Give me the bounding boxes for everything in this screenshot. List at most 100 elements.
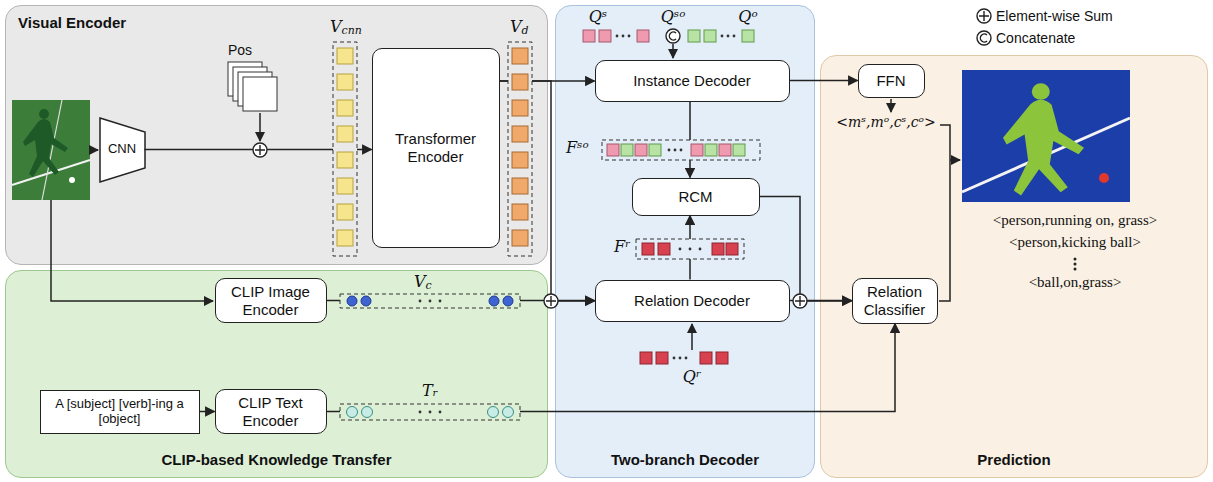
legend-text: Element-wise Sum: [996, 8, 1113, 24]
panel-title: Prediction: [977, 451, 1050, 469]
vcnn-column: [337, 100, 353, 116]
label-holder: Pos: [228, 42, 252, 58]
label-holder: Qᵒ: [738, 8, 757, 26]
label-holder: Qˢ: [589, 8, 608, 26]
query-row: [628, 35, 631, 38]
box-text: RCM: [678, 188, 712, 205]
flow-connector: [200, 411, 215, 413]
vertical-ellipsis: [1074, 263, 1077, 266]
process-box: Transformer Encoder: [372, 48, 500, 248]
fr-row: [726, 243, 738, 255]
label-holder: <ball,on,grass>: [1029, 274, 1122, 291]
flow-arrow: [691, 324, 693, 350]
fso-row: [635, 144, 647, 156]
box-text: CNN: [108, 142, 136, 157]
vc-row: [340, 294, 520, 308]
legend-entry: Element-wise Sum: [996, 7, 1113, 25]
vd-column: [512, 204, 528, 220]
fr-row: [679, 248, 682, 251]
query-row: [688, 30, 700, 42]
input-photo: [12, 100, 90, 200]
concat-symbol: [666, 29, 680, 43]
symbol-label: V: [330, 18, 342, 36]
vcnn-column: [337, 178, 353, 194]
vc-row: [439, 300, 442, 303]
vd-column: [512, 126, 528, 142]
vcnn-column: [337, 74, 353, 90]
query-row: [599, 30, 611, 42]
sum-symbol: [979, 11, 989, 21]
symbol-label: Tᵣ: [422, 382, 438, 400]
label-holder: cnn: [342, 25, 362, 38]
symbol-label: V: [510, 18, 522, 36]
vd-column: [508, 42, 532, 256]
label-holder: V: [414, 273, 426, 291]
vcnn-column: [337, 152, 353, 168]
output-image: [1099, 173, 1109, 183]
label-holder: Fʳ: [614, 238, 631, 256]
output-image: [962, 70, 1130, 202]
flow-arrow: [259, 113, 261, 141]
label-holder: Qˢᵒ: [661, 8, 686, 26]
tr-row: [439, 411, 442, 414]
process-box: Relation Classifier: [852, 278, 938, 324]
concat-symbol: [980, 34, 987, 42]
tr-row: [503, 407, 514, 418]
process-box: FFN: [858, 64, 925, 98]
prompt-template-box: A [subject] [verb]-ing a [object]: [40, 390, 200, 434]
fso-row: [691, 144, 703, 156]
input-label: Pos: [228, 42, 252, 58]
fr-row: [636, 239, 744, 259]
query-row: [727, 35, 730, 38]
box-text: FFN: [876, 72, 905, 89]
output-tuple: <mˢ,mᵒ,cˢ,cᵒ>: [836, 114, 935, 130]
vcnn-column: [333, 42, 357, 256]
flow-arrow: [90, 149, 98, 151]
triplet-text: <person,kicking ball>: [1009, 234, 1141, 251]
output-image: [962, 70, 1130, 202]
tr-row: [419, 411, 422, 414]
triplet-text: <ball,on,grass>: [1029, 274, 1122, 291]
fso-row: [649, 144, 661, 156]
query-row: [637, 30, 649, 42]
flow-arrow: [890, 99, 892, 112]
label-holder: <person,running on, grass>: [993, 212, 1157, 229]
box-text: Instance Decoder: [633, 72, 751, 89]
fso-row: [680, 149, 683, 152]
vc-row: [361, 296, 371, 306]
box-text: Transformer Encoder: [379, 130, 493, 165]
fso-row: [602, 140, 760, 160]
trapezoid-outline: [100, 118, 145, 182]
symbol-label: Qˢ: [589, 8, 608, 26]
box-text: CLIP Image Encoder: [222, 283, 320, 318]
sum-symbol: [977, 9, 991, 23]
symbol-label: Qʳ: [683, 368, 702, 386]
pos-stack: [243, 77, 277, 111]
vcnn-column: [337, 126, 353, 142]
qr-row: [685, 357, 688, 360]
qr-row: [716, 352, 728, 364]
query-row: [721, 35, 724, 38]
tr-row: [347, 407, 514, 418]
vd-column: [512, 230, 528, 246]
vertical-ellipsis: [1074, 258, 1077, 261]
tr-row: [347, 407, 358, 418]
qr-row: [656, 352, 668, 364]
qr-row: [679, 357, 682, 360]
fso-row: [621, 144, 633, 156]
fr-row: [642, 243, 738, 255]
fso-row: [674, 149, 677, 152]
vertical-ellipsis: [1074, 258, 1077, 271]
label-holder: <person,kicking ball>: [1009, 234, 1141, 251]
query-row: [583, 30, 595, 42]
subscript-label: d: [522, 25, 529, 38]
symbol-label: Qᵒ: [738, 8, 757, 26]
concat-symbol: [669, 32, 676, 40]
tr-row: [488, 407, 499, 418]
query-row: [704, 30, 716, 42]
fr-row: [712, 243, 724, 255]
label-holder: <mˢ,mᵒ,cˢ,cᵒ>: [836, 114, 935, 130]
vd-column: [512, 74, 528, 90]
qr-row: [640, 352, 652, 364]
